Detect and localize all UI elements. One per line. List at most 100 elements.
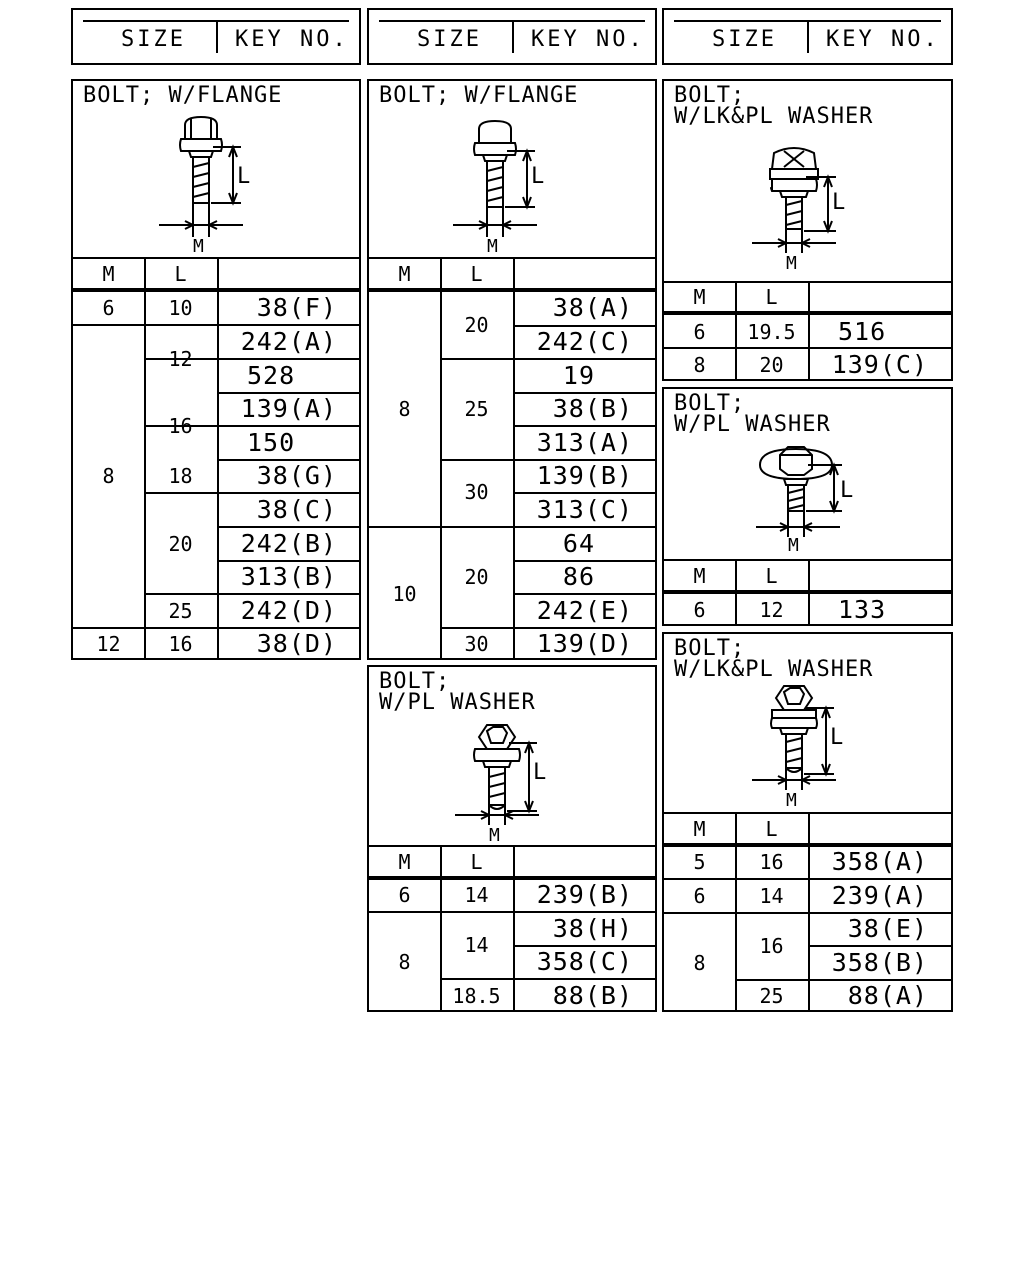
diagram-length-label: L	[237, 164, 250, 189]
cell-key: 242(D)	[240, 596, 337, 625]
cell-l: 12	[759, 598, 784, 622]
column-header-m: M	[693, 817, 706, 841]
section-title: BOLT; W/FLANGE	[83, 83, 283, 108]
cell-key: 38(A)	[552, 293, 633, 322]
cell-m: 12	[96, 632, 121, 656]
cell-key: 64	[562, 529, 595, 558]
cell-m: 10	[392, 582, 417, 606]
cell-key: 516	[838, 317, 887, 346]
cell-m: 8	[398, 950, 411, 974]
cell-l: 30	[464, 480, 489, 504]
cell-key: 150	[247, 428, 296, 457]
diagram-diameter-label: M	[193, 236, 204, 253]
cell-key: 358(A)	[831, 847, 928, 876]
cell-key: 88(B)	[552, 981, 633, 1010]
header-size-label: SIZE	[121, 27, 186, 52]
cell-l: 30	[464, 632, 489, 656]
lk-pl-washer-bolt-icon: L M	[752, 685, 843, 808]
cell-key: 242(A)	[240, 327, 337, 356]
diagram-diameter-label: M	[786, 790, 797, 808]
cell-key: 38(E)	[847, 914, 928, 943]
column-header-l: L	[174, 262, 187, 286]
cell-l: 25	[759, 984, 784, 1008]
cell-m: 6	[693, 320, 706, 344]
header-key-label: KEY NO.	[235, 27, 349, 52]
lk-pl-washer-bolt-icon: L M	[752, 147, 845, 271]
column-header-l: L	[765, 564, 778, 588]
cell-m: 8	[102, 464, 115, 488]
section-title: BOLT; W/PL WASHER	[674, 391, 831, 437]
cell-key: 38(F)	[256, 293, 337, 322]
cell-key: 313(A)	[536, 428, 633, 457]
section-bolt-lk-pl-washer-2: BOLT; W/LK&PL WASHER L M M L 5 6 8	[662, 632, 953, 1012]
cell-key: 239(B)	[536, 880, 633, 909]
cell-m: 6	[398, 883, 411, 907]
cell-l: 14	[759, 884, 784, 908]
cell-l: 16	[168, 414, 193, 438]
section-title: BOLT; W/LK&PL WASHER	[674, 636, 874, 682]
header-size-label: SIZE	[712, 27, 777, 52]
diagram-length-label: L	[832, 190, 845, 215]
header-box-2: SIZE KEY NO.	[367, 8, 657, 65]
cell-key: 19	[562, 361, 595, 390]
cell-m: 6	[693, 884, 706, 908]
cell-l: 16	[759, 934, 784, 958]
column-header-m: M	[693, 285, 706, 309]
column-header-l: L	[470, 262, 483, 286]
cell-key: 38(C)	[256, 495, 337, 524]
section-title: BOLT; W/PL WASHER	[379, 669, 536, 715]
diagram-diameter-label: M	[788, 535, 799, 555]
column-header-l: L	[765, 817, 778, 841]
cell-m: 8	[693, 353, 706, 377]
flange-bolt-icon: L M	[159, 115, 250, 253]
cell-l: 10	[168, 296, 193, 320]
cell-l: 14	[464, 933, 489, 957]
cell-key: 242(B)	[240, 529, 337, 558]
column-header-m: M	[398, 850, 411, 874]
cell-l: 12	[168, 347, 193, 371]
cell-key: 313(B)	[240, 562, 337, 591]
diagram-length-label: L	[840, 478, 853, 503]
cell-key: 358(C)	[536, 947, 633, 976]
cell-key: 86	[562, 562, 595, 591]
header-box-1: SIZE KEY NO.	[71, 8, 361, 65]
column-header-l: L	[470, 850, 483, 874]
cell-key: 38(B)	[552, 394, 633, 423]
pl-washer-bolt-icon: L M	[756, 446, 853, 555]
header-key-label: KEY NO.	[531, 27, 645, 52]
section-bolt-pl-washer-2: BOLT; W/PL WASHER L M M L 6 12 133	[662, 387, 953, 626]
cell-key: 139(B)	[536, 461, 633, 490]
cell-key: 38(G)	[256, 461, 337, 490]
diagram-diameter-label: M	[786, 253, 797, 271]
header-size-label: SIZE	[417, 27, 482, 52]
cell-l: 14	[464, 883, 489, 907]
header-key-label: KEY NO.	[826, 27, 940, 52]
cell-key: 358(B)	[831, 948, 928, 977]
cell-key: 242(C)	[536, 327, 633, 356]
diagram-diameter-label: M	[489, 825, 500, 845]
cell-key: 38(D)	[256, 629, 337, 658]
column-header-l: L	[765, 285, 778, 309]
cell-m: 6	[693, 598, 706, 622]
column-header-m: M	[398, 262, 411, 286]
section-bolt-lk-pl-washer-1: BOLT; W/LK&PL WASHER L M M L 6 8 19.5 20…	[662, 79, 953, 381]
cell-key: 528	[247, 361, 296, 390]
cell-l: 20	[464, 565, 489, 589]
cell-l: 20	[464, 313, 489, 337]
cell-key: 139(D)	[536, 629, 633, 658]
flange-bolt-icon: L M	[453, 119, 544, 257]
cell-key: 139(C)	[831, 350, 928, 379]
cell-m: 6	[102, 296, 115, 320]
section-bolt-flange-1: BOLT; W/FLANGE L M M L 6 8	[71, 79, 361, 660]
cell-l: 25	[168, 599, 193, 623]
cell-key: 38(H)	[552, 914, 633, 943]
cell-m: 8	[398, 397, 411, 421]
cell-l: 20	[759, 353, 784, 377]
cell-key: 133	[838, 595, 887, 624]
section-title: BOLT; W/LK&PL WASHER	[674, 83, 874, 129]
diagram-length-label: L	[533, 760, 546, 785]
cell-l: 16	[759, 850, 784, 874]
cell-key: 313(C)	[536, 495, 633, 524]
cell-l: 20	[168, 532, 193, 556]
cell-l: 25	[464, 397, 489, 421]
